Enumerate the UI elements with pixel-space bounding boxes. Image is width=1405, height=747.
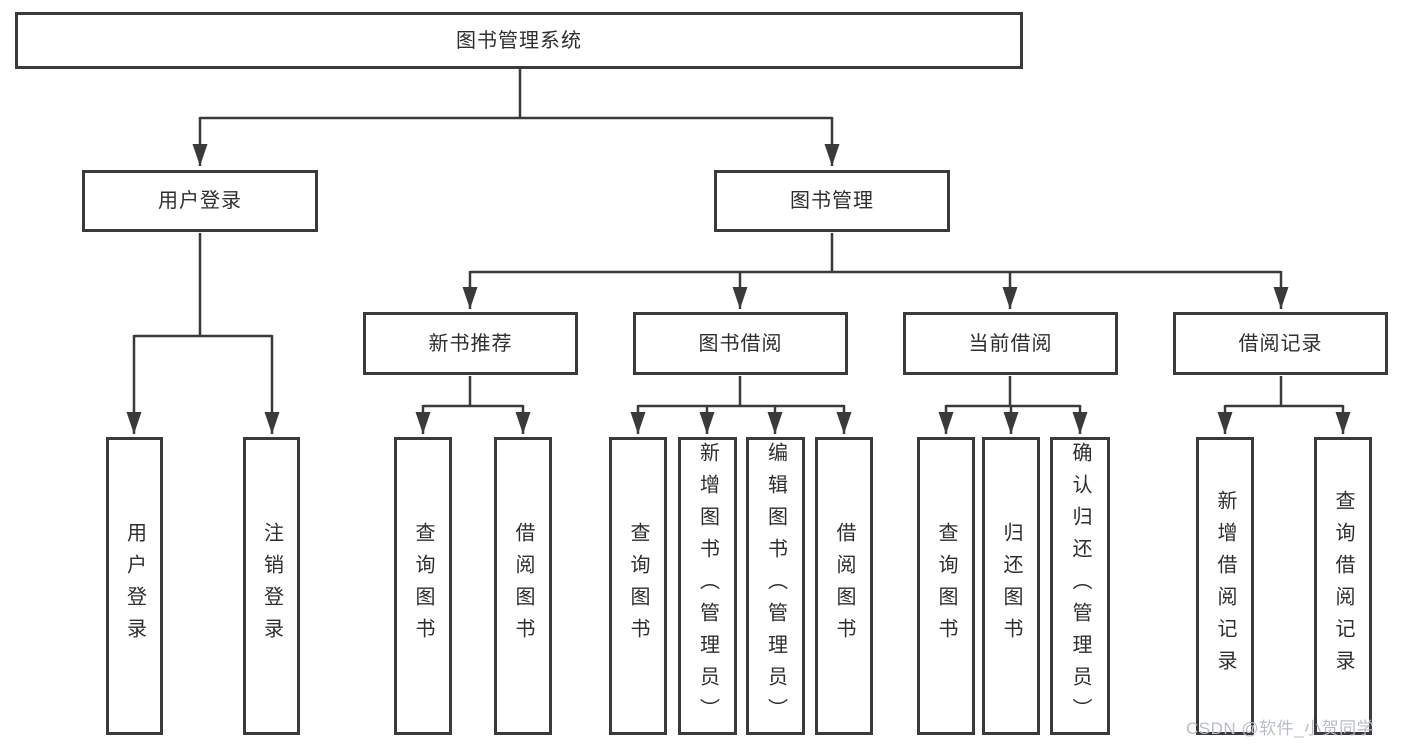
leaf-logout: 注销登录 [243,437,300,735]
leaf-add-borrow-record: 新增借阅记录 [1196,437,1254,735]
node-library-system: 图书管理系统 [15,12,1023,69]
leaf-return-books: 归还图书 [982,437,1040,735]
leaf-query-books-borrow: 查询图书 [609,437,667,735]
node-book-management: 图书管理 [714,170,950,232]
leaf-borrow-books-recommend: 借阅图书 [494,437,552,735]
leaf-borrow-books: 借阅图书 [815,437,873,735]
node-book-borrow: 图书借阅 [633,312,848,375]
leaf-query-books-recommend: 查询图书 [394,437,452,735]
leaf-query-borrow-record: 查询借阅记录 [1314,437,1372,735]
node-borrow-records: 借阅记录 [1173,312,1388,375]
connector-group [126,69,1351,434]
leaf-add-books-admin: 新增图书（管理员） [678,437,737,735]
leaf-edit-books-admin: 编辑图书（管理员） [746,437,805,735]
node-current-borrow: 当前借阅 [903,312,1118,375]
leaf-query-books-current: 查询图书 [917,437,975,735]
csdn-watermark: CSDN @软件_小贺同学 [1186,719,1375,738]
leaf-user-login: 用户登录 [106,437,163,735]
node-user-login: 用户登录 [82,170,318,232]
leaf-confirm-return-admin: 确认归还（管理员） [1050,437,1110,735]
node-new-book-recommend: 新书推荐 [363,312,578,375]
